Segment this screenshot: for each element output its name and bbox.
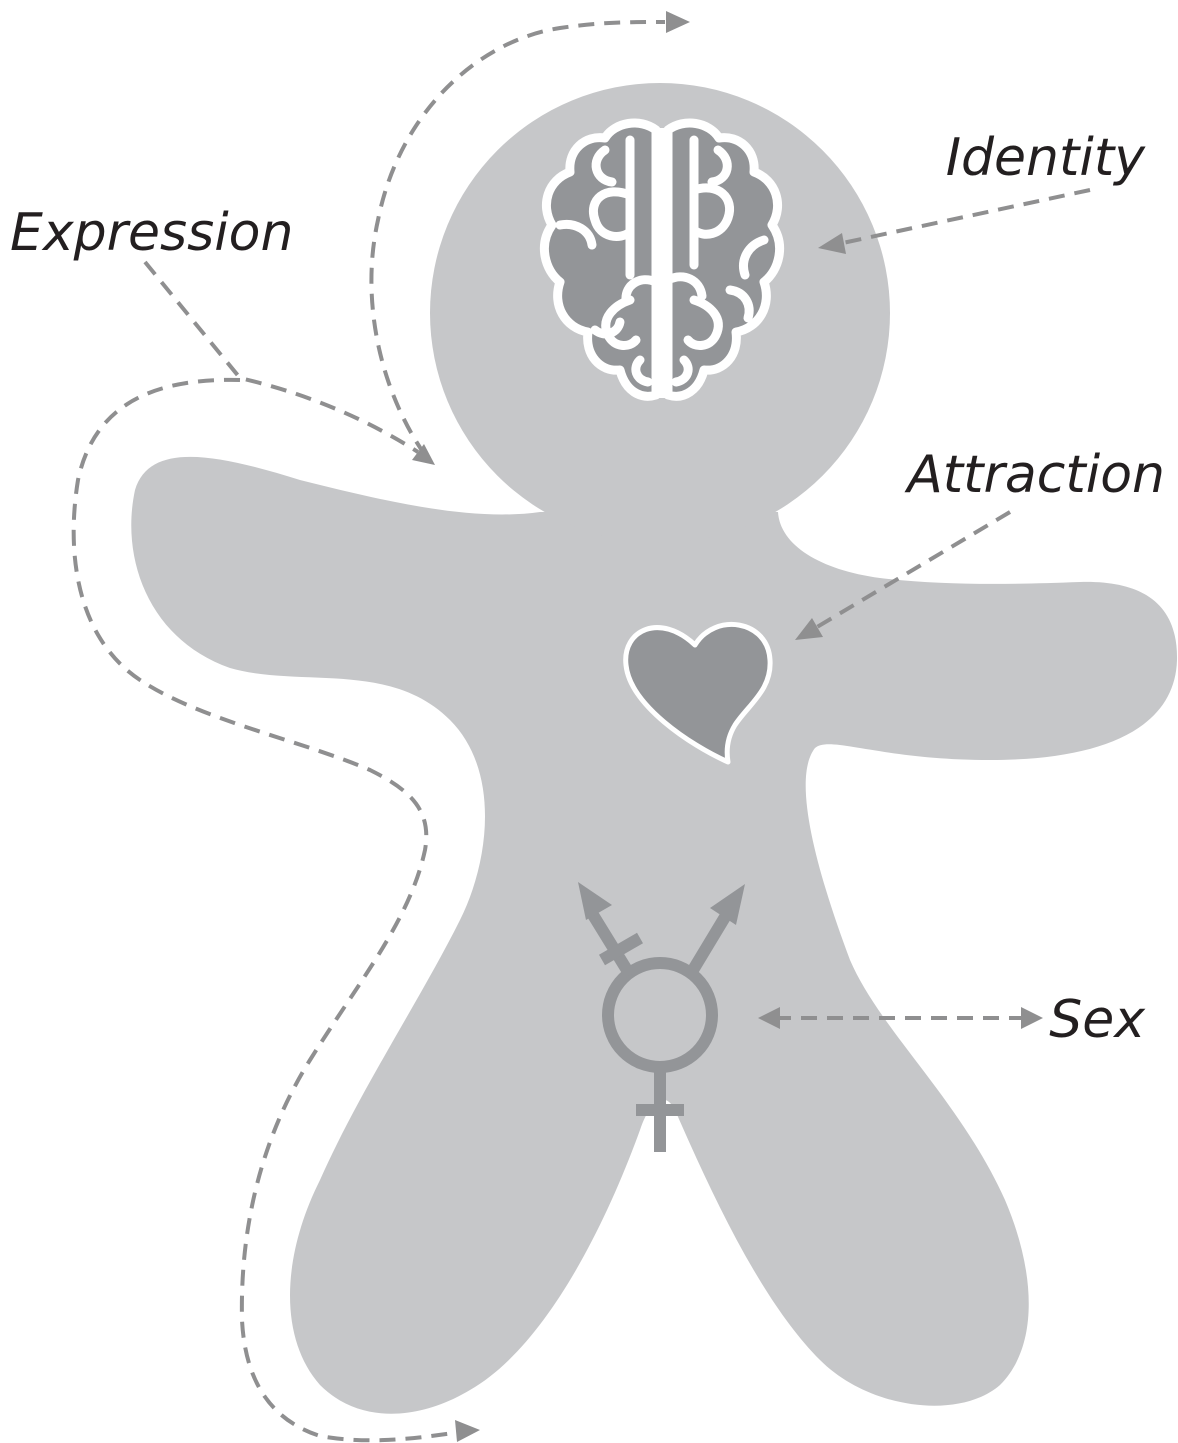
body-silhouette — [131, 457, 1177, 1414]
sex-label: Sex — [1049, 990, 1146, 1050]
identity-label: Identity — [946, 128, 1147, 188]
expression-label: Expression — [10, 203, 293, 263]
attraction-label: Attraction — [904, 445, 1165, 505]
